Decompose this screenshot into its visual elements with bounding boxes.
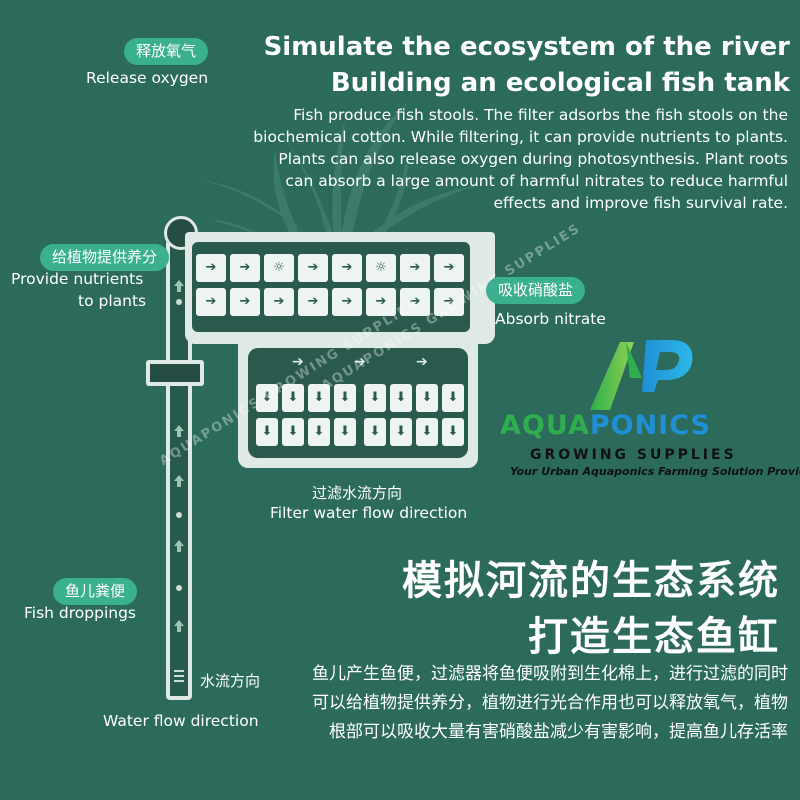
filter-cell: ⬇ bbox=[416, 384, 438, 412]
filter-cell: ⬇ bbox=[442, 384, 464, 412]
label-absorb-nitrate-en: Absorb nitrate bbox=[495, 310, 606, 328]
brand-logo-icon bbox=[590, 340, 693, 410]
brand-name-aqua: AQUA bbox=[500, 410, 590, 441]
heading-cn-line2: 打造生态鱼缸 bbox=[528, 614, 780, 660]
label-release-oxygen-cn: 释放氧气 bbox=[124, 38, 209, 65]
tank-cell: ➔ bbox=[400, 254, 430, 282]
tank-cell: ➔ bbox=[230, 288, 260, 316]
filter-cell: ⬇ bbox=[364, 418, 386, 446]
tank-cell: ➔ bbox=[332, 254, 362, 282]
filter-cell: ⬇ bbox=[364, 384, 386, 412]
label-filter-flow-cn: 过滤水流方向 bbox=[312, 484, 403, 502]
brand-name: AQUAPONICS bbox=[500, 410, 711, 441]
filter-grid: ⬇⬇⬇⬇⬇⬇⬇⬇⬇⬇⬇⬇⬇⬇⬇⬇ bbox=[256, 384, 464, 450]
pump-body bbox=[150, 364, 200, 382]
tank-cell: ➔ bbox=[400, 288, 430, 316]
label-nutrients-cn: 给植物提供养分 bbox=[40, 244, 170, 271]
filter-cell: ⬇ bbox=[334, 384, 356, 412]
tank-cell: ➔ bbox=[366, 288, 396, 316]
label-absorb-nitrate-cn: 吸收硝酸盐 bbox=[486, 277, 586, 304]
filter-cell: ⬇ bbox=[282, 384, 304, 412]
description-cn: 鱼儿产生鱼便，过滤器将鱼便吸附到生化棉上，进行过滤的同时可以给植物提供养分，植物… bbox=[312, 664, 788, 742]
filter-cell: ⬇ bbox=[442, 418, 464, 446]
tank-cell: ➔ bbox=[434, 254, 464, 282]
filter-cell: ⬇ bbox=[282, 418, 304, 446]
filter-cell: ⬇ bbox=[334, 418, 356, 446]
heading-cn-line1: 模拟河流的生态系统 bbox=[402, 558, 780, 604]
description-en: Fish produce fish stools. The filter ads… bbox=[253, 106, 788, 212]
filter-cell: ⬇ bbox=[256, 418, 278, 446]
filter-flow-arrow: ➔ bbox=[416, 354, 428, 370]
tank-cell: ➔ bbox=[332, 288, 362, 316]
tank-cell: ➔ bbox=[196, 254, 226, 282]
brand-tagline: Your Urban Aquaponics Farming Solution P… bbox=[510, 465, 800, 478]
label-nutrients-en1: Provide nutrients bbox=[11, 270, 144, 288]
brand-subtitle: GROWING SUPPLIES bbox=[530, 447, 737, 463]
tank-cell: ➔ bbox=[298, 254, 328, 282]
label-water-flow-cn: 水流方向 bbox=[200, 672, 261, 690]
heading-line2: Building an ecological fish tank bbox=[330, 68, 790, 98]
filter-flow-arrow: ➔ bbox=[354, 354, 366, 370]
tank-cell: ➔ bbox=[196, 288, 226, 316]
tank-cell: ➔ bbox=[230, 254, 260, 282]
filter-cell: ⬇ bbox=[256, 384, 278, 412]
filter-cell: ⬇ bbox=[416, 418, 438, 446]
filter-top-row: ➔ ➔ ➔ bbox=[252, 352, 464, 378]
pipe-inner bbox=[170, 240, 188, 696]
tank-cell: ➔ bbox=[264, 288, 294, 316]
label-fish-droppings-cn: 鱼儿粪便 bbox=[53, 578, 138, 605]
label-water-flow-en: Water flow direction bbox=[103, 712, 259, 730]
label-nutrients-en2: to plants bbox=[78, 292, 147, 310]
filter-cell: ⬇ bbox=[390, 418, 412, 446]
tank-cell: ☼ bbox=[264, 254, 294, 282]
upper-tank-grid: ➔➔☼➔➔☼➔➔➔➔➔➔➔➔➔➔ bbox=[196, 254, 468, 320]
brand-name-ponics: PONICS bbox=[589, 410, 711, 441]
filter-flow-arrow: ➔ bbox=[292, 354, 304, 370]
tank-cell: ➔ bbox=[434, 288, 464, 316]
filter-cell: ⬇ bbox=[308, 384, 330, 412]
label-release-oxygen-en: Release oxygen bbox=[86, 69, 209, 87]
heading-line1: Simulate the ecosystem of the river bbox=[263, 32, 790, 62]
tank-cell: ☼ bbox=[366, 254, 396, 282]
tank-cell: ➔ bbox=[298, 288, 328, 316]
label-fish-droppings-en: Fish droppings bbox=[24, 604, 136, 622]
filter-cell: ⬇ bbox=[308, 418, 330, 446]
label-filter-flow-en: Filter water flow direction bbox=[270, 504, 468, 522]
filter-cell: ⬇ bbox=[390, 384, 412, 412]
